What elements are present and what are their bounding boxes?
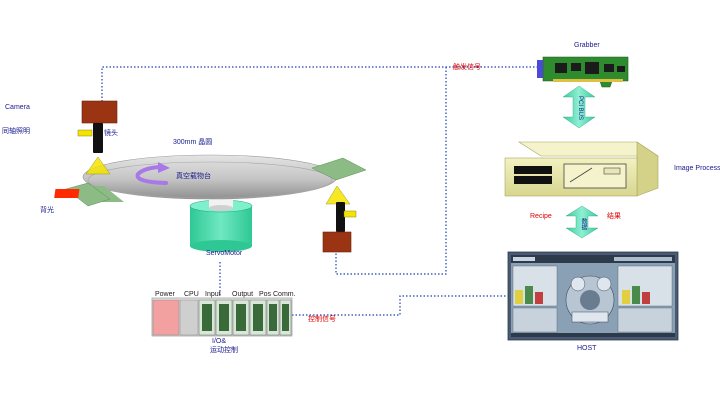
grabber-card [537,56,629,88]
io-label: I/O& [212,338,227,345]
coaxial-light-label: 同轴照明 [2,128,30,135]
backlight-plate [54,182,124,207]
plc-pos-label: Pos [259,291,272,298]
plc-rack [151,297,293,337]
bottom-camera [322,185,357,253]
grabber-label: Grabber [574,42,600,49]
trigger-signal-label: 触发信号 [453,64,481,71]
camera-body-icon [81,100,118,124]
control-signal-line [292,295,508,316]
camera-grabber-link [101,66,543,105]
plc-cpu-module [179,299,199,336]
rotation-arrow-icon [135,162,170,185]
light-cone-icon [85,156,111,175]
recipe-label: Recipe [530,213,552,220]
light-cone-icon-2 [325,185,351,205]
plc-output-label: Output [232,291,254,298]
data-label: 数据 [580,218,586,230]
pci-bus-label: PCI BUS [577,96,583,121]
plc-cpu-label: CPU [184,291,199,298]
result-label: 结果 [607,213,621,220]
plc-power-module [152,299,180,336]
servo-motor [189,196,253,252]
wafer-label: 300mm 晶圆 [173,139,213,146]
plc-power-label: Power [155,291,175,298]
right-plate [311,157,367,181]
motion-control-label: 运动控制 [210,347,238,354]
top-camera [77,100,118,175]
backlight-label: 背光 [40,207,54,214]
plc-comm-label: Comm. [273,291,296,298]
data-arrow [565,205,599,239]
camera-body-icon-2 [322,231,352,253]
camera-label: Camera [5,104,30,111]
wafer-stage [54,154,367,252]
lens-label: 镜头 [104,130,118,137]
servo-motor-label: ServoMotor [206,250,243,257]
control-signal-label: 控制信号 [308,316,336,323]
host-label: HOST [577,345,597,352]
link-lines [101,66,543,316]
image-processor-label: Image Processor [674,165,720,172]
host-screen [507,251,679,341]
pci-bus-arrow [562,85,596,129]
plc-input-label: Input [205,291,221,298]
vacuum-chuck-label: 真空载物台 [176,173,211,180]
image-processor-pc [504,141,659,197]
